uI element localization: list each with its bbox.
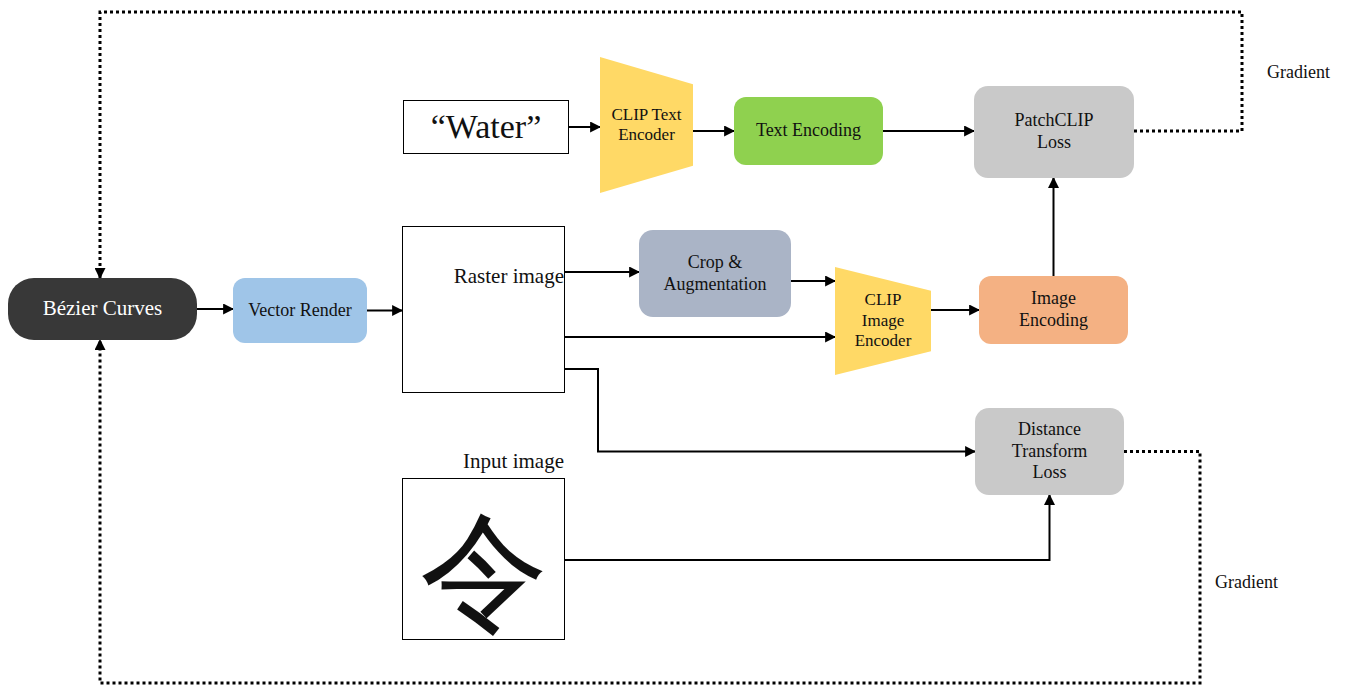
gradient-note: Gradient <box>1265 62 1332 83</box>
input-image-frame: Input image令 <box>402 478 565 640</box>
loss-box: PatchCLIP Loss <box>974 86 1134 178</box>
box-label: Distance Transform Loss <box>1000 419 1100 484</box>
box-label: “Water” <box>431 107 542 148</box>
loss-box: Distance Transform Loss <box>975 408 1124 495</box>
render-box: Vector Render <box>233 278 367 343</box>
box-label: CLIP Image Encoder <box>847 290 919 351</box>
flow-arrow <box>367 310 402 312</box>
box-label: Text Encoding <box>756 120 861 142</box>
flow-arrow <box>931 309 979 311</box>
trapezoid-fill <box>835 267 931 375</box>
flow-arrow <box>693 130 734 132</box>
prompt-box: “Water” <box>403 100 569 154</box>
trapezoid-fill <box>600 57 693 193</box>
encoder-trapezoid: CLIP Text Encoder <box>600 57 693 193</box>
encoding-box: Image Encoding <box>979 276 1128 344</box>
raster-image-frame: Raster image <box>402 226 565 393</box>
image-heading: Raster image <box>454 264 564 289</box>
flow-arrow <box>565 336 835 338</box>
curves-box: Bézier Curves <box>8 278 197 340</box>
gradient-note: Gradient <box>1213 572 1280 593</box>
flow-arrow <box>565 271 639 273</box>
flow-arrow <box>197 308 233 310</box>
box-label: PatchCLIP Loss <box>999 110 1109 153</box>
glyph: 令 <box>420 508 548 636</box>
flow-arrow <box>883 130 974 132</box>
flow-arrow <box>565 495 1050 560</box>
box-label: Bézier Curves <box>43 296 163 321</box>
flow-arrow <box>791 280 835 282</box>
flow-arrow <box>1053 178 1055 276</box>
image-heading: Input image <box>463 449 564 474</box>
flow-arrow <box>565 369 975 452</box>
flow-arrow <box>569 126 600 128</box>
box-label: Image Encoding <box>1004 288 1104 331</box>
box-label: CLIP Text Encoder <box>611 105 683 146</box>
encoder-trapezoid: CLIP Image Encoder <box>835 267 931 375</box>
encoding-box: Text Encoding <box>734 97 883 165</box>
augment-box: Crop & Augmentation <box>639 230 791 317</box>
box-label: Crop & Augmentation <box>650 252 780 295</box>
box-label: Vector Render <box>248 300 351 322</box>
gradient-arrow <box>100 340 1200 683</box>
